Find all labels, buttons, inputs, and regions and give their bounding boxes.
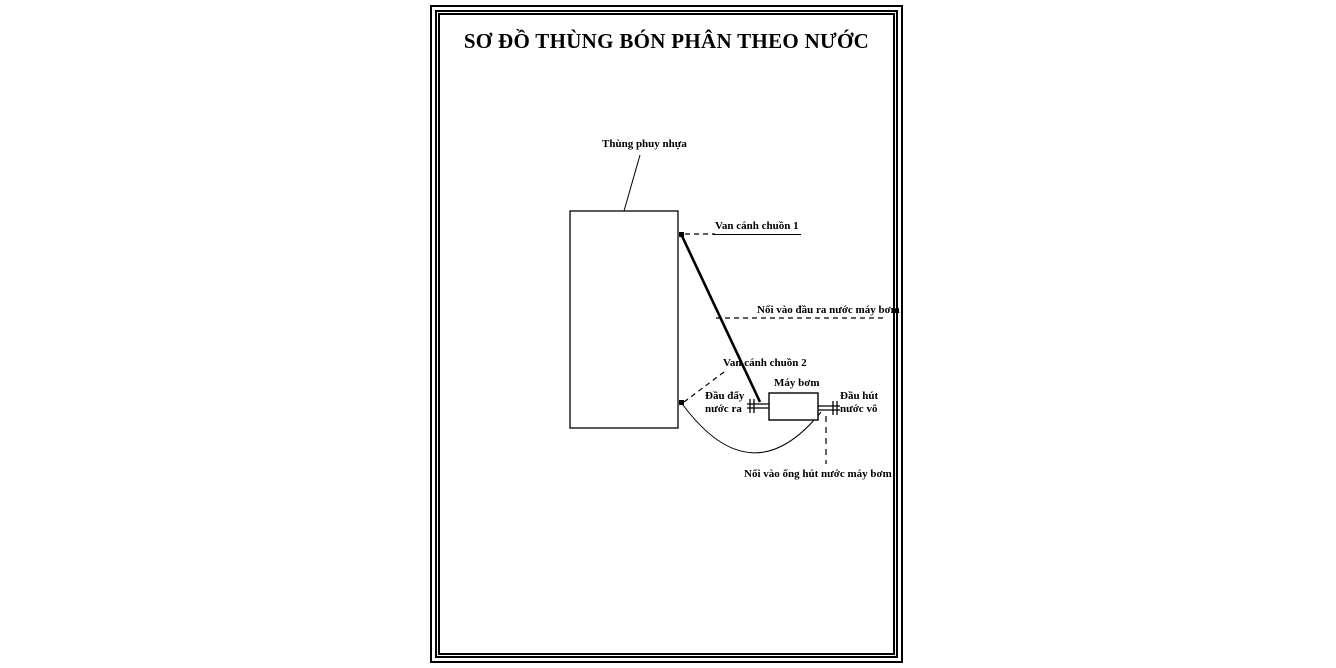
- label-tank: Thùng phuy nhựa: [602, 138, 687, 150]
- page-outer-border: [430, 5, 903, 663]
- tank-rectangle: [569, 210, 679, 429]
- suction-hose-arc: [682, 404, 822, 454]
- label-valve-2: Van cánh chuồn 2: [723, 357, 807, 369]
- label-discharge-outlet: Đầu đẩy nước ra: [705, 390, 744, 416]
- diagram-title: SƠ ĐỒ THÙNG BÓN PHÂN THEO NƯỚC: [463, 29, 870, 53]
- label-discharge-line2: nước ra: [705, 403, 742, 415]
- label-suction-connection: Nối vào ống hút nước máy bơm: [744, 468, 892, 480]
- label-suction-line2: nước vô: [840, 403, 878, 415]
- label-outlet-connection: Nối vào đầu ra nước máy bơm: [757, 304, 900, 316]
- tank-outlet-marker: [679, 400, 684, 405]
- label-suction-line1: Đầu hút: [840, 390, 879, 402]
- label-suction-inlet: Đầu hút nước vô: [840, 390, 878, 416]
- pump-rectangle: [768, 392, 819, 421]
- tank-label-leader-line: [623, 154, 641, 212]
- label-valve-1: Van cánh chuồn 1: [713, 220, 801, 235]
- diagram-linework: [569, 154, 883, 464]
- valve1-connection-marker: [679, 232, 684, 237]
- document-page: SƠ ĐỒ THÙNG BÓN PHÂN THEO NƯỚC: [430, 5, 903, 663]
- discharge-pipe-line: [680, 235, 762, 403]
- label-pump: Máy bơm: [774, 377, 820, 389]
- page-inner-border: [435, 10, 898, 658]
- label-discharge-line1: Đầu đẩy: [705, 390, 745, 402]
